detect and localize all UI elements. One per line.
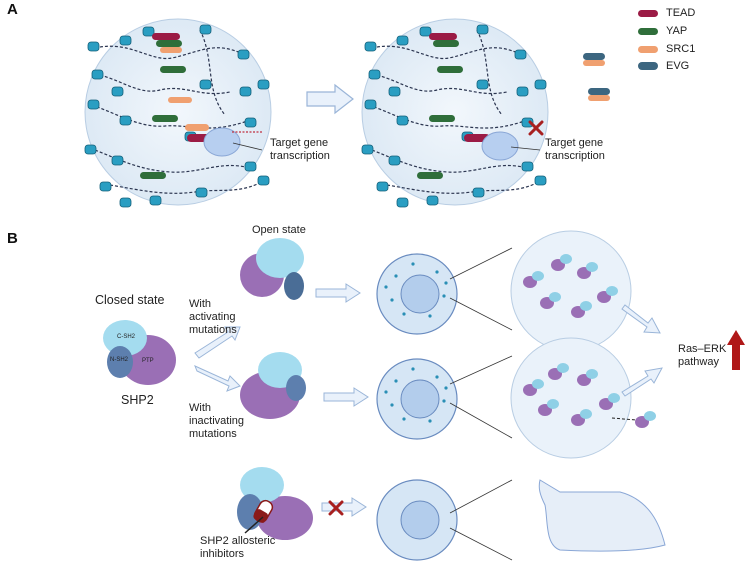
block-x-icon-b <box>328 500 344 516</box>
displaced-cofactors <box>583 53 610 101</box>
arrow-open-to-cell <box>315 283 361 303</box>
closed-state-label: Closed state <box>95 293 165 307</box>
arrow-open-to-ras <box>621 304 661 334</box>
panel-b-label: B <box>7 230 18 247</box>
target-gene-label-left: Target gene transcription <box>270 137 330 162</box>
nucleosomes-right <box>361 24 547 208</box>
shp2-inhibited-protein <box>237 467 313 540</box>
legend-swatches <box>638 10 658 70</box>
allosteric-inhibitors-label: SHP2 allosteric inhibitors <box>200 535 276 560</box>
shp2-cluster-open <box>523 254 618 318</box>
legend-swatch-tead <box>638 10 658 17</box>
label-leader-right <box>510 146 541 151</box>
shp2-closed-protein <box>103 320 176 385</box>
inactivating-mutations-label: With inactivating mutations <box>189 402 245 440</box>
arrow-to-inactivating <box>194 365 241 392</box>
panel-a-label: A <box>7 1 18 18</box>
legend-label-yap: YAP <box>666 25 688 37</box>
n-sh2-label: N-SH2 <box>110 357 129 363</box>
shp2-inactivating-protein <box>240 352 306 419</box>
arrow-inact-to-cell <box>323 387 369 407</box>
block-x-icon <box>528 120 544 136</box>
arrow-to-open <box>194 326 241 359</box>
legend-label-src1: SRC1 <box>666 43 696 55</box>
legend-label-tead: TEAD <box>666 7 696 19</box>
nucleus-left <box>84 18 272 206</box>
inhibitor-pointer <box>244 516 264 534</box>
up-arrow-icon <box>727 330 745 370</box>
cell-dots <box>384 262 448 423</box>
legend-swatch-evg <box>638 62 658 70</box>
c-sh2-label: C-SH2 <box>117 334 136 340</box>
activating-mutations-label: With activating mutations <box>189 298 237 336</box>
arrow-inhib-to-cell <box>321 497 367 517</box>
arrow-inact-to-ras <box>621 367 663 397</box>
cell-inhibited <box>376 479 458 561</box>
zoom-inactivating <box>510 337 632 459</box>
chromatin-right <box>368 29 543 194</box>
shp2-cluster-inactivating <box>523 363 620 426</box>
label-leader-left <box>232 142 263 151</box>
shp2-open-protein <box>240 238 304 300</box>
zoom-lines <box>449 247 513 561</box>
shp2-escaping <box>611 411 656 428</box>
legend-swatch-yap <box>638 28 658 35</box>
cell-inactivating <box>376 358 458 440</box>
chromatin-left <box>91 29 266 194</box>
legend-swatch-src1 <box>638 46 658 53</box>
transition-arrow <box>306 83 354 115</box>
shp2-label: SHP2 <box>121 393 154 407</box>
ptp-label: PTP <box>142 358 154 364</box>
transcription-machinery-right <box>481 131 519 161</box>
nucleosomes-left <box>84 24 270 208</box>
legend-label-evg: EVG <box>666 60 690 72</box>
transcription-machinery-left <box>203 127 241 157</box>
zoom-inhibited-membrane <box>538 479 666 552</box>
cell-open <box>376 253 458 335</box>
ras-erk-pathway-label: Ras–ERK pathway <box>678 343 727 368</box>
open-state-label: Open state <box>252 224 306 236</box>
target-gene-label-right: Target gene transcription <box>545 137 605 162</box>
